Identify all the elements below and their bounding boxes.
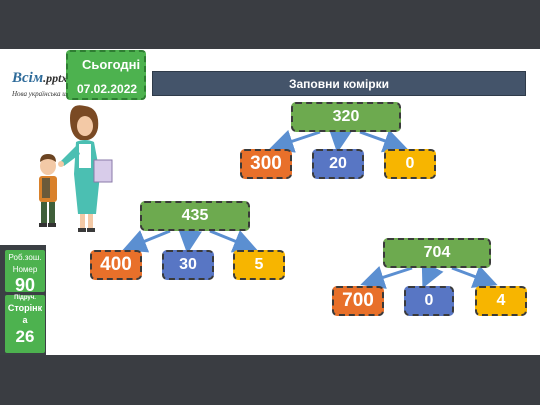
- tree2-hundreds-cell[interactable]: 400: [90, 250, 142, 280]
- date-value: 07.02.2022: [77, 82, 138, 96]
- arrow-line: [209, 229, 258, 253]
- teacher-boy-illustration: [39, 105, 113, 232]
- logo-suffix: .pptx: [43, 71, 68, 85]
- tree1-root-box: 320: [291, 102, 401, 132]
- page-label-1: Підруч.: [14, 295, 36, 301]
- tree1-hundreds-cell[interactable]: 300: [240, 149, 292, 179]
- tree1-tens-cell[interactable]: 20: [312, 149, 364, 179]
- arrow-line: [360, 266, 413, 289]
- vsim-logo: Всім.pptx Нова українська школа: [2, 58, 81, 98]
- date-badge: Сьогодні 07.02.2022: [66, 50, 146, 100]
- tree2-ones-cell[interactable]: 5: [233, 250, 285, 280]
- page-label-3: а: [22, 315, 28, 325]
- task-title-bar: Заповни комірки: [152, 71, 526, 96]
- arrow-line: [178, 228, 203, 254]
- tree3-ones-cell[interactable]: 4: [475, 286, 527, 316]
- tree3-root-box: 704: [383, 238, 491, 268]
- arrow-line: [451, 265, 498, 288]
- logo-tagline: Нова українська школа: [12, 90, 81, 98]
- arrow-line: [359, 129, 408, 153]
- workbook-number: 90: [14, 275, 36, 295]
- tree2-tens-cell[interactable]: 30: [162, 250, 214, 280]
- tree2-root-box: 435: [140, 201, 250, 231]
- tree3-hundreds-cell[interactable]: 700: [332, 286, 384, 316]
- page-label-2: Сторінк: [7, 303, 43, 313]
- workbook-badge: Роб.зош. Номер 90: [5, 250, 45, 295]
- arrow-line: [421, 261, 444, 289]
- tree3-tens-cell[interactable]: 0: [404, 286, 454, 316]
- arrow-line: [122, 229, 171, 253]
- arrow-line: [269, 129, 321, 153]
- logo-brand: Всім: [12, 70, 44, 86]
- task-title: Заповни комірки: [288, 76, 390, 91]
- workbook-label-1: Роб.зош.: [8, 253, 42, 262]
- textbook-page-badge: Підруч. Сторінк а 26: [5, 295, 45, 353]
- page-number: 26: [15, 327, 35, 346]
- arrow-line: [328, 127, 353, 153]
- workbook-label-2: Номер: [12, 265, 38, 274]
- tree1-ones-cell[interactable]: 0: [384, 149, 436, 179]
- today-label: Сьогодні: [82, 57, 141, 72]
